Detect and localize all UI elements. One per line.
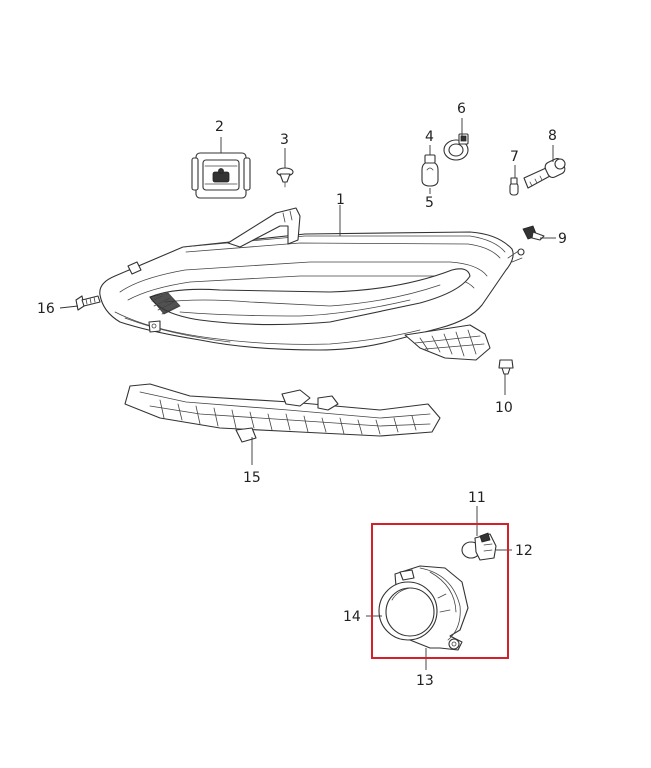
callout-8: 8 [548,128,557,144]
part-12-fog-bulb [461,532,497,561]
part-1-headlamp-assembly [99,207,525,361]
callout-7: 7 [510,149,519,165]
callout-11: 11 [468,490,486,506]
callout-1: 1 [336,192,345,208]
callout-5: 5 [425,195,434,211]
highlight-box [371,523,509,659]
callout-15: 15 [243,470,261,486]
callout-labels: 1 2 3 4 5 6 7 8 9 10 11 12 13 14 15 16 [37,101,567,689]
callout-4: 4 [425,129,434,145]
callout-10: 10 [495,400,513,416]
callout-6: 6 [457,101,466,117]
part-7-small-bulb [509,177,519,196]
part-3-screw [276,167,294,188]
part-10-nut [498,359,514,375]
callout-3: 3 [280,132,289,148]
callout-9: 9 [558,231,567,247]
part-5-bulb [421,154,439,187]
callout-13: 13 [416,673,434,689]
callout-2: 2 [215,119,224,135]
part-13-fog-lamp [378,565,469,651]
leader-lines [59,118,556,670]
part-2-ballast-module [191,152,251,199]
part-6-socket [443,133,469,161]
callout-16: 16 [37,301,55,317]
part-16-bolt [75,295,101,311]
callout-14: 14 [343,609,361,625]
part-15-bracket-rail [124,383,441,443]
part-8-bulb-socket [523,158,566,189]
callout-12: 12 [515,543,533,559]
